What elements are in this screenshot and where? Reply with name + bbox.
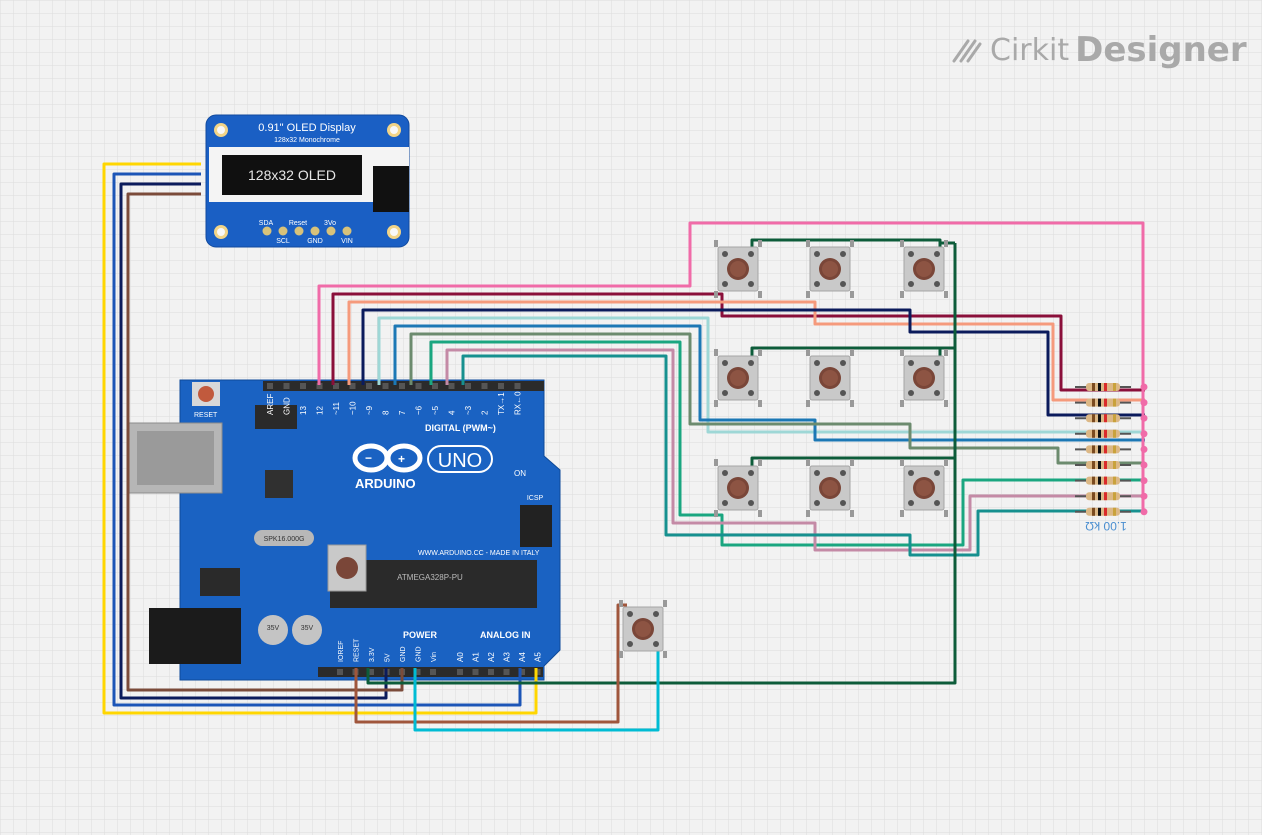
pin-label: ~10: [349, 401, 358, 415]
pin-label: 13: [299, 406, 308, 415]
digital-pin-header: AREF GND 13 12 ~11 ~10 ~9 8 7 ~6 ~5 4 ~3 2 TX→1 RX←0: [266, 383, 523, 415]
oled-subtitle: 128x32 Monochrome: [274, 137, 340, 144]
cirkit-logo-icon: [952, 39, 982, 63]
pin-label: RESET: [354, 638, 361, 662]
pushbutton[interactable]: [805, 348, 855, 408]
oled-pin-label-gnd: GND: [307, 238, 323, 245]
pin-label: 5V: [385, 653, 392, 662]
pin-label: RX←0: [514, 391, 523, 415]
pushbutton[interactable]: [899, 458, 949, 518]
pin-label: 12: [316, 406, 325, 415]
oled-pin-label-scl: SCL: [276, 238, 290, 245]
pushbutton[interactable]: [805, 458, 855, 518]
icsp-label: ICSP: [527, 495, 544, 502]
arduino-model: UNO: [438, 450, 482, 472]
pin-label: A3: [503, 652, 512, 662]
pin-label: A2: [487, 652, 496, 662]
digital-label: DIGITAL (PWM~): [425, 423, 496, 433]
wire-oled-vin-yellow: [102, 162, 538, 715]
resistor-array: [1074, 380, 1148, 517]
oled-pin-label-3vo: 3Vo: [324, 220, 336, 227]
svg-text:35V: 35V: [267, 625, 280, 632]
pin-label: A5: [534, 652, 543, 662]
wire-pin6-teal: [429, 340, 1145, 547]
pushbutton[interactable]: [899, 348, 949, 408]
arduino-uno-board[interactable]: RESET SPK16.000G 35V 35V ATMEGA328P-PU I…: [128, 379, 561, 681]
pin-label: A4: [518, 652, 527, 662]
resistor-value-label: 1.00 kΩ: [1085, 519, 1127, 533]
pin-label: A1: [472, 652, 481, 662]
cirkit-designer-watermark: Cirkit Designer: [950, 28, 1247, 72]
svg-text:35V: 35V: [301, 625, 314, 632]
website-label: WWW.ARDUINO.CC - MADE IN ITALY: [418, 550, 540, 557]
wire-pin12-maroon: [331, 292, 1145, 392]
oled-display-module[interactable]: 0.91" OLED Display 128x32 Monochrome 128…: [205, 114, 410, 248]
pin-label: AREF: [266, 394, 275, 415]
wire-pin13-pink: [317, 221, 1145, 388]
oled-title: 0.91" OLED Display: [258, 122, 356, 134]
wire-pin8-steelblue: [393, 324, 1145, 442]
pin-label: TX→1: [497, 392, 506, 415]
pin-label: ~3: [464, 405, 473, 415]
oled-pin-label-reset: Reset: [289, 220, 307, 227]
pin-label: 4: [448, 410, 457, 415]
wire-gnd-darkgreen: [366, 243, 957, 685]
wire-5v-cyan: [413, 651, 660, 732]
pin-label: ~5: [431, 405, 440, 415]
chip-label: ATMEGA328P-PU: [397, 573, 463, 582]
pin-label: 7: [398, 410, 407, 415]
pin-label: 2: [481, 410, 490, 415]
arduino-brand: ARDUINO: [355, 476, 416, 491]
wire-pin5-mauve: [445, 348, 1145, 552]
pin-label: ~6: [415, 405, 424, 415]
oled-pin-label-vin: VIN: [341, 238, 353, 245]
arduino-reset-label: RESET: [194, 412, 218, 419]
power-label: POWER: [403, 630, 438, 640]
pin-label: GND: [400, 646, 407, 662]
pushbutton[interactable]: [899, 239, 949, 299]
pushbutton[interactable]: [805, 239, 855, 299]
pin-label: ~11: [332, 401, 341, 415]
wire-pin10-navy: [361, 308, 1145, 417]
pushbutton[interactable]: [713, 239, 763, 299]
oled-pin-label-sda: SDA: [259, 220, 274, 227]
pin-label: GND: [416, 646, 423, 662]
watermark-product: Designer: [1075, 30, 1247, 70]
arduino-logo: [352, 443, 423, 473]
analog-label: ANALOG IN: [480, 630, 531, 640]
wire-pin4-darkteal: [461, 354, 1145, 557]
pin-label: ~9: [365, 405, 374, 415]
pushbutton[interactable]: [713, 348, 763, 408]
oled-screen-text: 128x32 OLED: [248, 167, 336, 183]
wire-pin11-salmon: [347, 300, 1145, 402]
wires: [102, 162, 1145, 732]
pin-label: Vin: [431, 652, 438, 662]
pushbutton-standalone[interactable]: [618, 599, 668, 659]
svg-text:+: +: [398, 452, 405, 466]
svg-text:−: −: [365, 451, 372, 465]
pin-label: 3.3V: [369, 647, 376, 662]
crystal-label: SPK16.000G: [264, 536, 305, 543]
wire-pin9-lightblue: [377, 316, 1145, 434]
pushbutton[interactable]: [713, 458, 763, 518]
wire-pin7-olive: [409, 332, 1145, 465]
watermark-brand: Cirkit: [990, 32, 1070, 68]
wire-oled-scl-navy: [119, 182, 388, 700]
pin-label: A0: [456, 652, 465, 662]
pin-label: GND: [283, 397, 292, 415]
pin-label: 8: [382, 410, 391, 415]
on-label: ON: [514, 469, 526, 478]
pin-label: IOREF: [338, 641, 345, 662]
wire-oled-gnd-blue: [112, 172, 522, 707]
